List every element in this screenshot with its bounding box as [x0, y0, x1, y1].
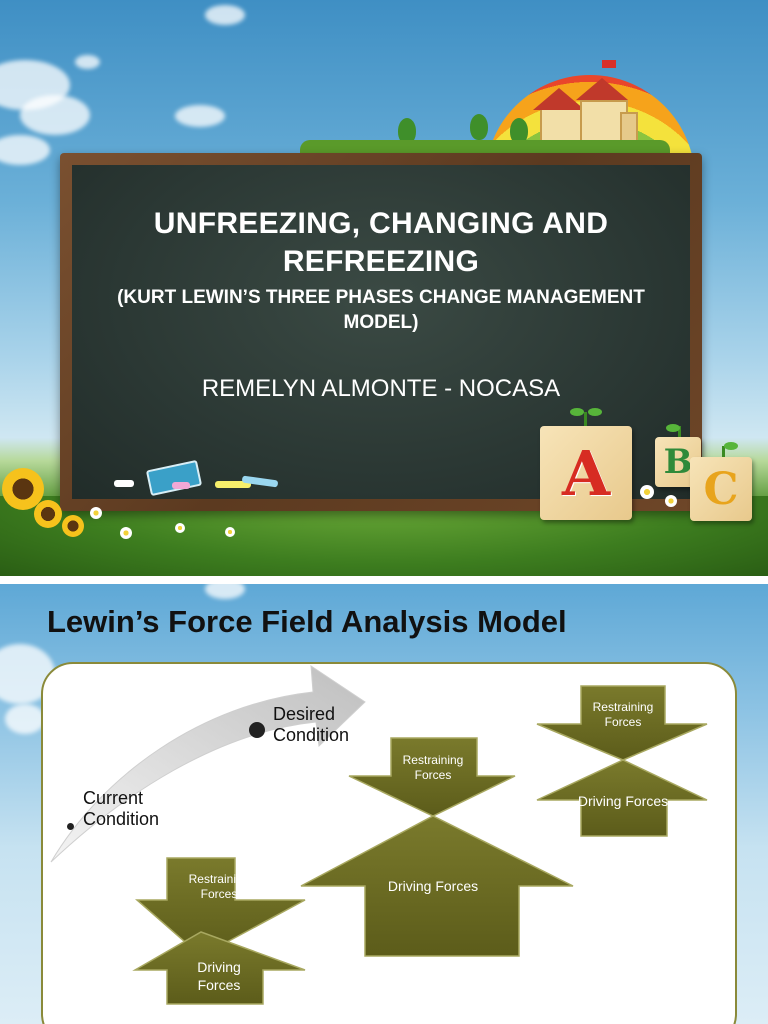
change-direction-arrow	[50, 665, 366, 863]
hill	[300, 140, 670, 156]
leaf-icon	[666, 424, 680, 432]
slide-title: Lewin’s Force Field Analysis Model	[47, 604, 567, 639]
school-roof	[533, 88, 585, 110]
chalk-icon	[215, 481, 251, 488]
slide-title: UNFREEZING, CHANGING AND REFREEZING	[153, 207, 609, 278]
diagram-panel: Current Condition Desired Condition Rest…	[41, 662, 737, 1024]
current-condition-label: Current Condition	[83, 788, 160, 829]
flag-icon	[602, 60, 616, 68]
block-letter: B	[663, 442, 693, 482]
sunflower-icon	[2, 468, 44, 510]
slide-subtitle: (KURT LEWIN’S THREE PHASES CHANGE MANAGE…	[117, 287, 645, 333]
cloud	[75, 55, 100, 69]
letter-block-a: A	[540, 426, 632, 520]
sunflower-icon	[62, 515, 84, 537]
restraining-forces-arrow	[135, 857, 306, 957]
driving-forces-arrow	[132, 931, 306, 1005]
restraining-forces-label: Restraining Forces	[592, 700, 654, 729]
daisy-icon	[120, 527, 132, 539]
driving-forces-arrow	[300, 815, 574, 957]
leaf-icon	[588, 408, 602, 416]
eraser-icon	[145, 459, 203, 497]
leaf-icon	[570, 408, 584, 416]
restraining-forces-label: Restraining Forces	[402, 753, 464, 782]
tree-icon	[470, 114, 488, 140]
restraining-forces-arrow	[348, 737, 516, 817]
driving-forces-arrow	[536, 759, 708, 837]
daisy-icon	[225, 527, 235, 537]
block-letter: A	[561, 436, 611, 510]
restraining-forces-label: Restraining Forces	[188, 872, 250, 901]
desired-condition-label: Desired Condition	[273, 704, 350, 745]
author-name: REMELYN ALMONTE - NOCASA	[201, 375, 561, 402]
cloud	[205, 5, 245, 25]
cloud	[5, 704, 45, 734]
daisy-icon	[665, 495, 677, 507]
letter-block-b: B	[655, 437, 701, 487]
daisy-icon	[640, 485, 654, 499]
current-condition-marker	[67, 823, 74, 830]
daisy-icon	[90, 507, 102, 519]
force-field-diagram	[50, 665, 708, 1005]
sprout-icon	[584, 412, 587, 428]
daisy-icon	[175, 523, 185, 533]
driving-forces-label: Driving Forces	[197, 959, 241, 993]
title-slide: UNFREEZING, CHANGING AND REFREEZING (KUR…	[0, 0, 768, 576]
sprout-icon	[678, 426, 681, 438]
leaf-icon	[724, 442, 738, 450]
restraining-forces-arrow	[536, 685, 708, 761]
driving-forces-label: Driving Forces	[387, 878, 479, 894]
school-roof	[576, 78, 628, 100]
cloud	[175, 105, 225, 127]
letter-block-c: C	[690, 457, 752, 521]
tree-icon	[398, 118, 416, 144]
cloud	[20, 95, 90, 135]
force-field-slide: Lewin’s Force Field Analysis Model	[0, 584, 768, 1024]
driving-forces-label: Driving Forces	[577, 793, 669, 809]
cloud	[0, 135, 50, 165]
cloud	[205, 584, 245, 599]
sprout-icon	[722, 446, 725, 458]
block-letter: C	[703, 463, 739, 515]
chalk-icon	[172, 482, 190, 489]
sunflower-icon	[34, 500, 62, 528]
chalk-icon	[114, 480, 134, 487]
desired-condition-marker	[249, 722, 265, 738]
tree-icon	[510, 118, 528, 144]
